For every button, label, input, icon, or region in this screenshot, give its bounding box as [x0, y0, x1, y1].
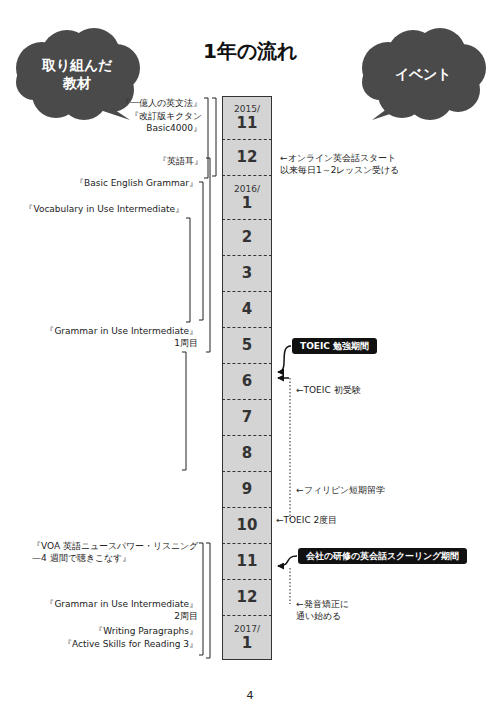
- month-cell: 2016/1: [222, 176, 272, 220]
- material-label: 『VOA 英語ニュースパワー・リスニング —4 週間で聴きこなす』: [32, 540, 200, 564]
- bracket: [199, 543, 203, 655]
- month-cell: 3: [222, 256, 272, 292]
- bracket: [204, 98, 208, 178]
- material-label: 『改訂版キクタン Basic4000』: [112, 110, 202, 134]
- bracket: [182, 352, 186, 470]
- dotted-line: [290, 568, 291, 604]
- material-label: 『英語耳』: [103, 155, 203, 167]
- curved-arrow: [278, 556, 297, 566]
- event-label: ←オンライン英会話スタート 以来毎日1～2レッスン受ける: [280, 152, 430, 176]
- month-number: 12: [237, 149, 258, 166]
- month-cell: 4: [222, 292, 272, 328]
- month-number: 12: [237, 589, 258, 606]
- dotted-line: [290, 378, 291, 519]
- cloud-text: イベント: [380, 65, 466, 83]
- month-number: 10: [237, 517, 258, 534]
- material-label: 『Basic English Grammar』: [23, 177, 198, 189]
- event-label: ←フィリピン短期留学: [296, 484, 436, 496]
- month-number: 7: [242, 409, 252, 426]
- event-badge: 会社の研修の英会話スクーリング期間: [298, 548, 467, 564]
- bracket: [186, 218, 190, 322]
- month-number: 1: [242, 195, 252, 212]
- month-cell: 10: [222, 508, 272, 544]
- bracket: [199, 182, 203, 320]
- material-label: 『Writing Paragraphs』: [23, 625, 198, 637]
- month-cell: 2: [222, 220, 272, 256]
- event-arrows: [278, 346, 297, 566]
- month-cell: 2017/1: [222, 616, 272, 660]
- month-cell: 7: [222, 400, 272, 436]
- year-text: 2016/: [234, 184, 260, 195]
- month-number: 5: [242, 337, 252, 354]
- bracket: [206, 158, 210, 352]
- page-number: 4: [200, 690, 300, 702]
- month-number: 2: [242, 229, 252, 246]
- badge-text: TOEIC 勉強期間: [300, 341, 369, 351]
- month-cell: 11: [222, 544, 272, 580]
- cloud-text: 取り組んだ 教材: [34, 56, 120, 92]
- month-cell: 8: [222, 436, 272, 472]
- month-cell: 9: [222, 472, 272, 508]
- year-text: 2017/: [234, 624, 260, 635]
- material-label: 『Grammar in Use Intermediate』 1周目: [40, 325, 198, 349]
- month-number: 8: [242, 445, 252, 462]
- month-number: 11: [237, 115, 258, 132]
- month-number: 3: [242, 265, 252, 282]
- month-number: 9: [242, 481, 252, 498]
- material-label: 『Vocabulary in Use Intermediate』: [6, 203, 184, 215]
- arrow: [278, 377, 289, 379]
- curved-arrow: [278, 346, 291, 372]
- badge-text: 会社の研修の英会話スクーリング期間: [306, 551, 459, 561]
- material-label: 『Active Skills for Reading 3』: [23, 638, 198, 650]
- event-badge: TOEIC 勉強期間: [292, 338, 377, 354]
- month-cell: 12: [222, 580, 272, 616]
- month-cell: 6: [222, 364, 272, 400]
- event-label: ←TOEIC 2度目: [276, 514, 396, 526]
- year-text: 2015/: [234, 104, 260, 115]
- month-number: 11: [237, 553, 258, 570]
- month-number: 4: [242, 301, 252, 318]
- material-label: 『一億人の英文法』: [52, 97, 202, 109]
- month-cell: 2015/11: [222, 96, 272, 140]
- month-number: 1: [242, 635, 252, 652]
- cloud-heading: イベント: [358, 26, 488, 122]
- month-number: 6: [242, 373, 252, 390]
- event-dotted-lines: [290, 378, 291, 604]
- month-cell: 12: [222, 140, 272, 176]
- event-label: ←発音矯正に 通い始める: [296, 598, 368, 622]
- bracket: [212, 98, 216, 176]
- event-label: ←TOEIC 初受験: [296, 384, 416, 396]
- month-cell: 5: [222, 328, 272, 364]
- material-label: 『Grammar in Use Intermediate』 2周目: [40, 598, 198, 622]
- bracket: [206, 543, 210, 658]
